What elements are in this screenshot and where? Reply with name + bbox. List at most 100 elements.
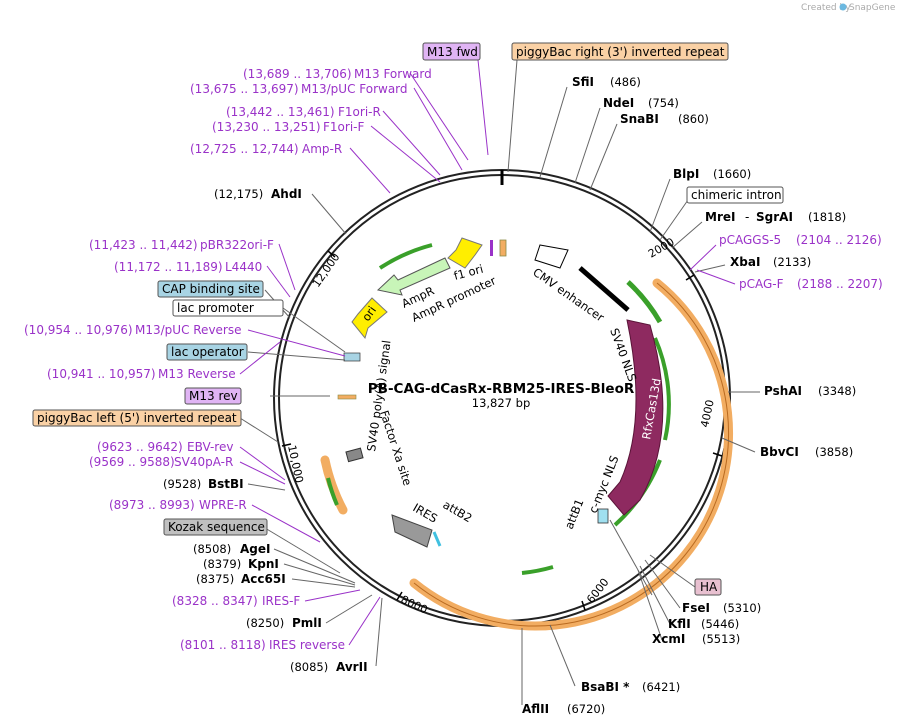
pb-right-box [511,42,729,61]
ndei-pos: (754) [648,96,679,110]
sfii-label: SfiI [572,75,594,89]
attb2-label: attB2 [441,497,475,525]
wpre-range: (8973 .. 8993) [109,498,195,512]
m13-puc-forward-range: (13,675 .. 13,697) [190,82,299,96]
credit-prefix: Created by [801,3,851,13]
sgrai-label: SgrAI [756,210,793,224]
aflii-pos: (6720) [567,702,605,716]
kpni-pos: (8379) [203,557,241,571]
l4440-range: (11,172 .. 11,189) [114,260,223,274]
sv40pa-range: (9569 .. 9588) [89,455,175,469]
kpni-label: KpnI [248,557,279,571]
tick-label-4000: 4000 [698,399,717,429]
bstbi-pos: (9528) [163,477,201,491]
m13-puc-forward-label: M13/pUC Forward [301,82,408,96]
pbr322-range: (11,423 .. 11,442) [89,238,198,252]
amp-r-range: (12,725 .. 12,744) [190,142,299,156]
pb-left-label: piggyBac left (5') inverted repeat [37,411,237,425]
amp-r-label: Amp-R [302,142,342,156]
m13-rev-label: M13 rev [189,389,238,403]
f1-ori-feature [447,237,483,269]
pcag-f-label: pCAG-F [739,277,784,291]
l4440-label: L4440 [225,260,262,274]
green-arrow-6 [378,243,433,270]
m13-rev-box [184,387,242,405]
bbvci-label: BbvCI [760,445,799,459]
blpi-label: BlpI [673,167,699,181]
m13-forward-range: (13,689 .. 13,706) [243,67,352,81]
ha-label: HA [700,580,718,594]
orf-arc-small [320,455,348,515]
cmv-enhancer-feature [578,266,630,312]
ires-reverse-range: (8101 .. 8118) [180,638,266,652]
xbai-pos: (2133) [773,255,811,269]
attb2-feature [432,531,442,547]
xcmi-pos: (5513) [702,632,740,646]
ires-label: IRES [411,500,440,525]
xbai-label: XbaI [730,255,760,269]
snapgene-logo-icon [839,3,847,11]
fsei-label: FseI [682,601,710,615]
attb1-feature [597,508,609,524]
m13-reverse-label: M13 Reverse [158,367,236,381]
chimeric-intron-label: chimeric intron [691,188,782,202]
credit-brand: SnapGene [849,3,896,13]
mrei-dash: - [745,210,749,224]
bsabi-label: BsaBI * [581,680,630,694]
snabi-label: SnaBI [620,112,659,126]
ahdi-pos: (12,175) [214,187,263,201]
snabi-pos: (860) [678,112,709,126]
ebv-rev-range: (9623 .. 9642) [97,440,183,454]
pb-right-feature [499,239,507,257]
ires-reverse-label: IRES reverse [269,638,345,652]
pbr322-label: pBR322ori-F [200,238,274,252]
pcag-f-range: (2188 .. 2207) [797,277,883,291]
cmv-label: CMV enhancer [530,265,607,325]
m13-fwd-box [422,42,481,61]
pshai-label: PshAI [764,384,802,398]
chimeric-intron-box [686,186,784,204]
lac-promoter-box [172,299,284,317]
mrei-label: MreI [705,210,735,224]
ires-feature [391,514,433,548]
green-arrow-1 [626,280,663,324]
left-leader-lines [239,59,489,667]
right-leader-lines [507,59,760,705]
f1ori-f-range: (13,230 .. 13,251) [212,120,321,134]
m13-fwd-feature [490,240,493,256]
pcaggs5-range: (2104 .. 2126) [796,233,882,247]
sv40pa-label: SV40pA-R [174,455,233,469]
avrii-label: AvrII [336,660,368,674]
green-arrow-4 [521,565,554,575]
orf-arc-large [409,278,734,631]
xcmi-label: XcmI [652,632,685,646]
ampr-feature [376,257,451,296]
ires-f-label: IRES-F [262,594,300,608]
factor-xa-feature [345,447,364,463]
cap-label: CAP binding site [162,282,260,296]
agei-pos: (8508) [193,542,231,556]
tick-label-12000: 12,000 [310,251,343,290]
m13-puc-reverse-range: (10,954 .. 10,976) [24,323,133,337]
pshai-pos: (3348) [818,384,856,398]
agei-label: AgeI [240,542,270,556]
green-arrow-2 [653,337,671,441]
f1ori-r-label: F1ori-R [338,105,381,119]
avrii-pos: (8085) [290,660,328,674]
orf-arc-large-outline [413,282,730,627]
pmli-pos: (8250) [246,616,284,630]
sfii-pos: (486) [610,75,641,89]
fsei-pos: (5310) [723,601,761,615]
plasmid-name: PB-CAG-dCasRx-RBM25-IRES-BleoR [368,381,635,397]
ires-f-range: (8328 .. 8347) [172,594,258,608]
lac-operator-box [166,343,248,361]
bbvci-pos: (3858) [815,445,853,459]
kozak-label: Kozak sequence [168,520,265,534]
m13-forward-label: M13 Forward [354,67,432,81]
kfli-pos: (5446) [701,617,739,631]
cap-box [157,280,264,298]
pmli-label: PmlI [292,616,322,630]
sv40-polya-feature [337,394,357,400]
